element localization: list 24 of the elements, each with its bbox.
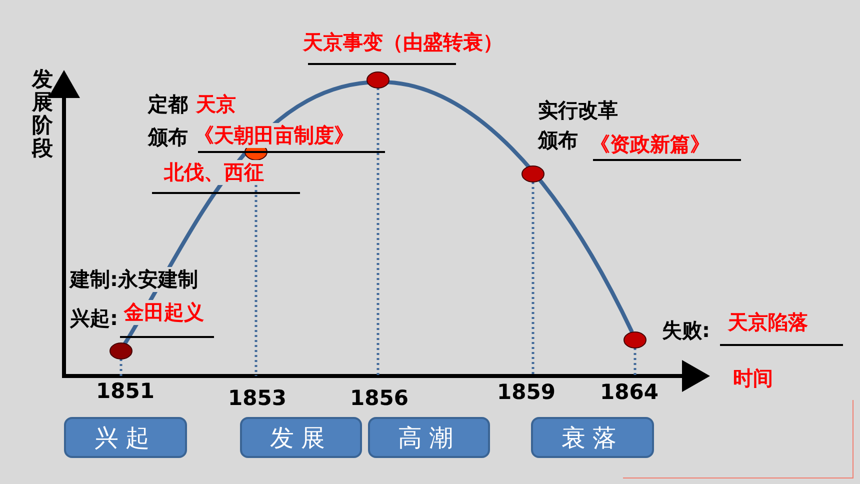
event-text: 天京事变（由盛转衰） bbox=[303, 30, 503, 55]
event-text: 建制:永安建制 bbox=[70, 267, 198, 292]
event-text: 天京 bbox=[196, 92, 236, 117]
event-text: 兴起: bbox=[70, 306, 118, 331]
event-text: 失败: bbox=[662, 318, 710, 343]
stage-box: 衰落 bbox=[531, 417, 654, 458]
event-text: 颁布 bbox=[148, 125, 188, 150]
stage-box: 发展 bbox=[240, 417, 362, 458]
event-text: 北伐、西征 bbox=[164, 160, 264, 185]
event-text: 实行改革 bbox=[538, 98, 618, 123]
year-label: 1853 bbox=[228, 386, 286, 412]
event-text: 定都 bbox=[148, 92, 188, 117]
year-label: 1851 bbox=[96, 379, 154, 404]
axis-title: 发展阶段 bbox=[32, 68, 53, 160]
year-label: 1864 bbox=[600, 380, 658, 406]
event-text: 时间 bbox=[733, 366, 773, 391]
year-label: 1856 bbox=[350, 386, 408, 412]
event-text: 《资政新篇》 bbox=[590, 132, 710, 157]
event-text: 金田起义 bbox=[124, 300, 204, 325]
stage-box: 高潮 bbox=[368, 417, 490, 458]
event-text: 颁布 bbox=[538, 128, 578, 153]
event-text: 天京陷落 bbox=[728, 310, 808, 335]
year-label: 1859 bbox=[497, 380, 556, 406]
stage-box: 兴起 bbox=[64, 417, 187, 458]
